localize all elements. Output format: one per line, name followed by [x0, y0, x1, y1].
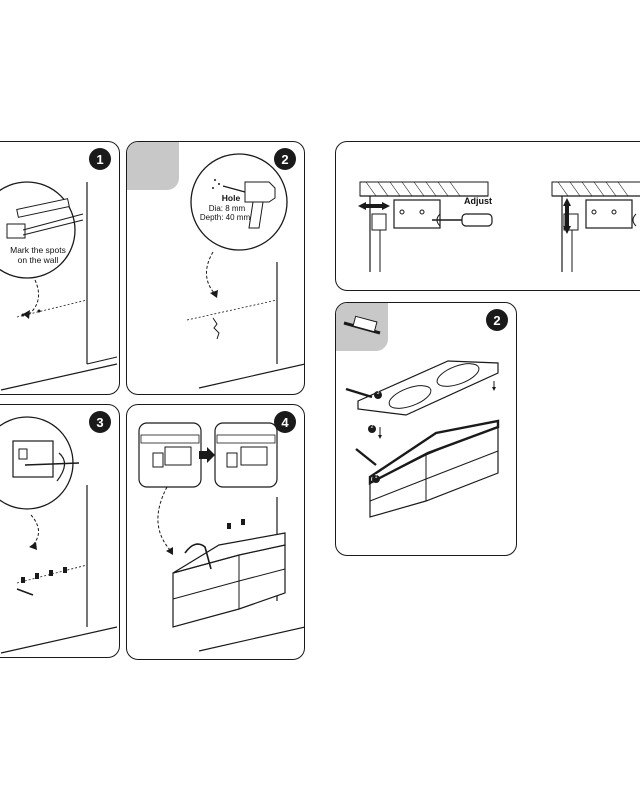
sink-step-badge: 2	[486, 309, 508, 331]
sub-step-3-label: 3	[376, 390, 380, 396]
step-4-badge: 4	[274, 411, 296, 433]
step-2-illustration	[186, 153, 304, 389]
gray-corner-tab	[127, 142, 179, 190]
sub-step-1-label: 1	[374, 474, 378, 480]
step-3-badge: 3	[89, 411, 111, 433]
step-4-illustration	[138, 422, 304, 652]
step-3-illustration	[0, 416, 118, 654]
hole-diameter: Dia: 8 mm	[208, 204, 246, 213]
step-1-illustration	[0, 181, 118, 391]
sink-install-panel: 2 3 2 1	[335, 302, 517, 556]
step-2-drill-panel: 2 Hole Dia: 8 mm Depth: 40 mm	[126, 141, 305, 395]
step-1-panel: 1 Mark the spots on the wall	[0, 141, 120, 395]
sink-illustration	[343, 315, 500, 518]
step-4-panel: 4	[126, 404, 305, 660]
step-3-panel: 3	[0, 404, 120, 658]
hole-title: Hole	[221, 193, 241, 203]
adjust-panel: Adjust	[335, 141, 640, 291]
mark-spots-label: Mark the spots on the wall	[10, 245, 66, 265]
adjust-label: Adjust	[464, 196, 492, 206]
sub-step-2-label: 2	[370, 424, 374, 430]
hole-depth: Depth: 40 mm	[199, 213, 251, 222]
step-2-badge: 2	[274, 148, 296, 170]
adjust-illustration	[358, 181, 640, 272]
step-1-badge: 1	[89, 148, 111, 170]
